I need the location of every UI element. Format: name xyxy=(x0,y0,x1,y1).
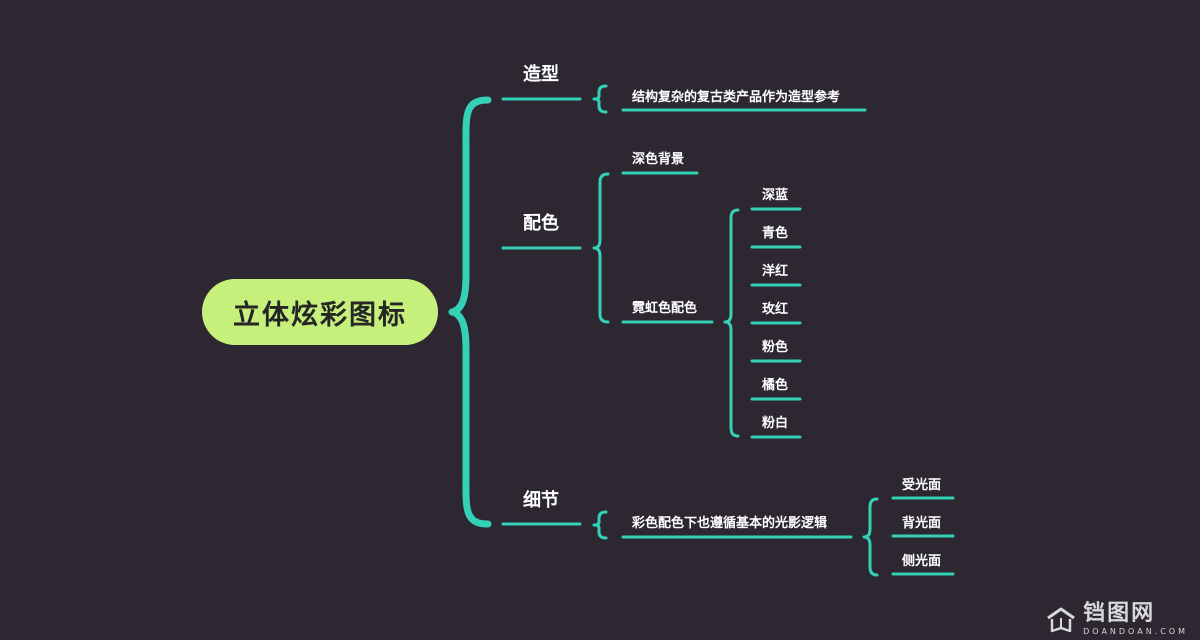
watermark-domain: DOANDOAN.COM xyxy=(1083,627,1188,636)
root-node[interactable]: 立体炫彩图标 xyxy=(202,279,438,345)
face-item-0[interactable]: 受光面 xyxy=(902,478,942,493)
brace-branch-2 xyxy=(592,510,608,540)
root-label: 立体炫彩图标 xyxy=(233,299,407,331)
brace-branch-1 xyxy=(592,172,610,324)
color-item-3[interactable]: 玫红 xyxy=(762,302,789,317)
light-logic-label[interactable]: 彩色配色下也遵循基本的光影逻辑 xyxy=(632,516,828,531)
root-brace xyxy=(448,96,492,528)
shape-reference-label[interactable]: 结构复杂的复古类产品作为造型参考 xyxy=(632,90,841,105)
book-house-icon xyxy=(1047,607,1075,632)
brace-branch-0 xyxy=(592,84,608,114)
watermark: 铛图网 DOANDOAN.COM xyxy=(1045,603,1188,636)
color-item-2[interactable]: 洋红 xyxy=(762,264,789,279)
watermark-name: 铛图网 xyxy=(1083,601,1156,626)
branch-color-label[interactable]: 配色 xyxy=(523,213,559,234)
face-item-2[interactable]: 侧光面 xyxy=(902,554,942,569)
dark-background-label[interactable]: 深色背景 xyxy=(632,152,685,167)
neon-colors-label[interactable]: 霓虹色配色 xyxy=(632,301,698,316)
color-item-6[interactable]: 粉白 xyxy=(762,416,789,431)
color-item-1[interactable]: 青色 xyxy=(762,226,789,241)
face-item-1[interactable]: 背光面 xyxy=(902,516,942,531)
brace-light-faces xyxy=(862,497,879,577)
branch-shape-label[interactable]: 造型 xyxy=(523,64,559,85)
color-item-4[interactable]: 粉色 xyxy=(762,340,789,355)
color-item-5[interactable]: 橘色 xyxy=(762,378,789,393)
branch-detail-label[interactable]: 细节 xyxy=(523,490,559,511)
color-item-0[interactable]: 深蓝 xyxy=(762,188,789,203)
brace-neon-colors xyxy=(723,208,740,438)
